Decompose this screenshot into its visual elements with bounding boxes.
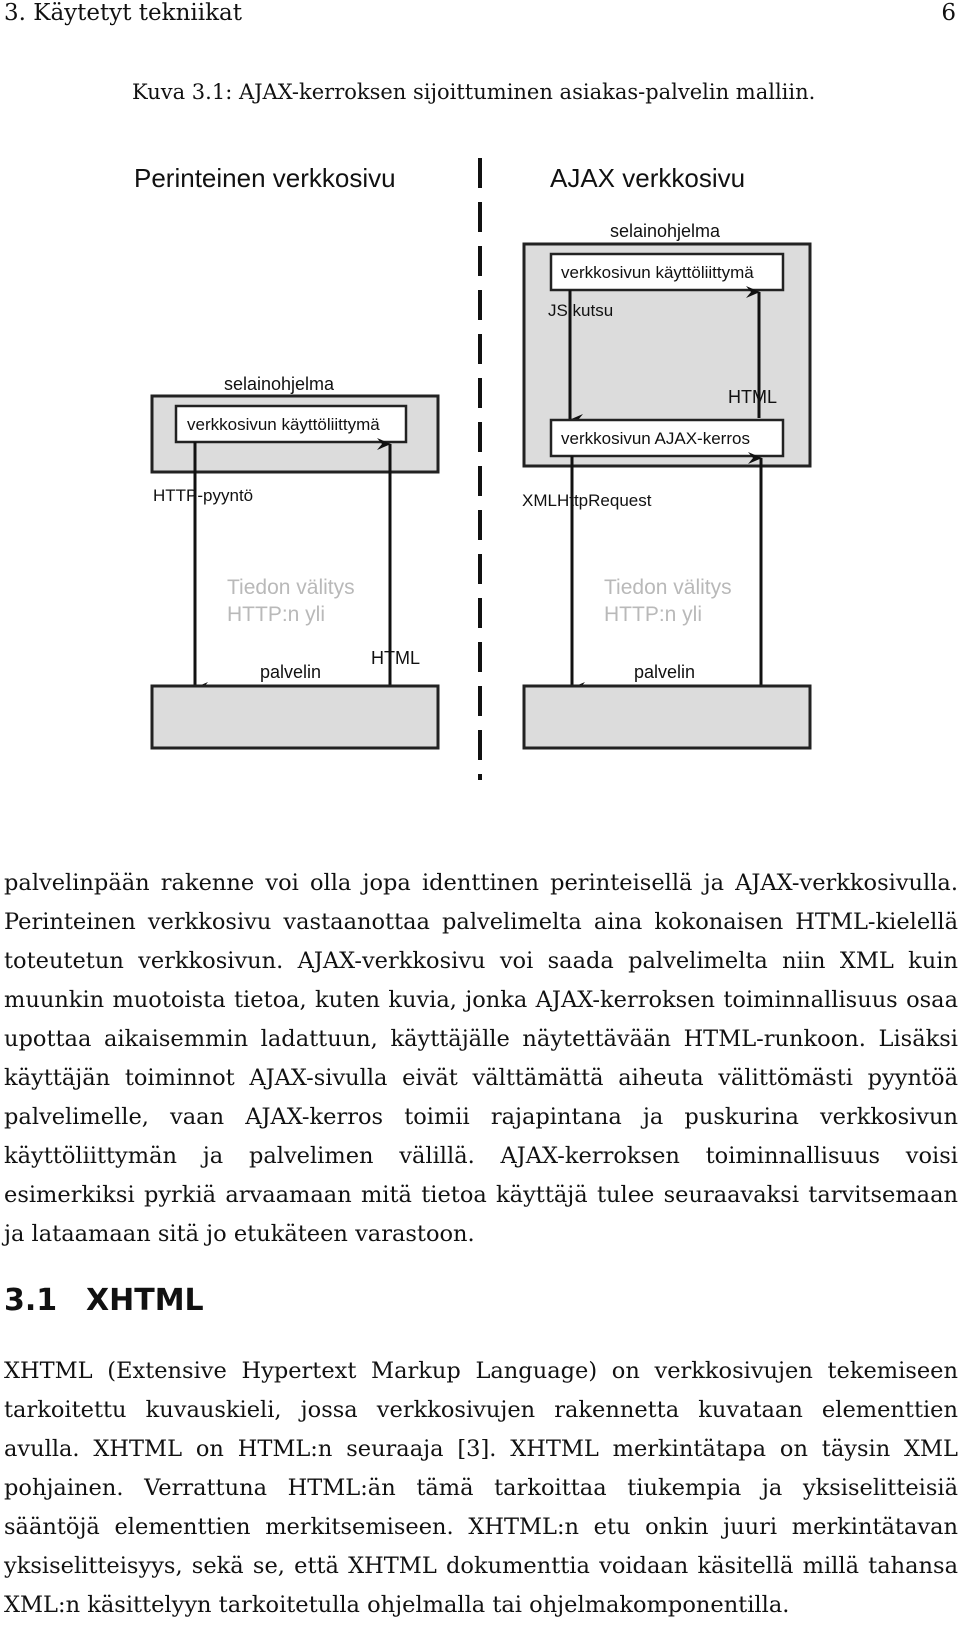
right-title: AJAX verkkosivu <box>550 163 745 193</box>
body-paragraph-2: XHTML (Extensive Hypertext Markup Langua… <box>4 1358 958 1618</box>
architecture-diagram: Perinteinen verkkosivu selainohjelma ver… <box>134 158 812 780</box>
section-heading: 3.1 XHTML <box>4 1283 204 1318</box>
right-server-box <box>522 684 812 750</box>
right-html-label: HTML <box>728 387 777 407</box>
right-transfer-line2: HTTP:n yli <box>604 603 702 626</box>
right-request-label: XMLHttpRequest <box>522 491 652 510</box>
left-browser-label: selainohjelma <box>224 374 335 394</box>
section-number: 3.1 <box>4 1283 58 1318</box>
page-header: 3. Käytetyt tekniikat 6 <box>4 0 956 30</box>
right-ui-label: verkkosivun käyttöliittymä <box>561 263 754 282</box>
architecture-figure: Perinteinen verkkosivu selainohjelma ver… <box>0 150 960 815</box>
page-number: 6 <box>941 0 956 26</box>
chapter-title: 3. Käytetyt tekniikat <box>4 0 242 26</box>
left-ui-label: verkkosivun käyttöliittymä <box>187 415 380 434</box>
left-title: Perinteinen verkkosivu <box>134 163 396 193</box>
left-server-label: palvelin <box>260 662 321 682</box>
left-server-box <box>150 684 440 750</box>
right-ajax-layer-box <box>549 418 785 458</box>
left-request-label: HTTP-pyyntö <box>153 486 253 505</box>
right-ui-box <box>549 252 785 292</box>
left-response-label: HTML <box>371 648 420 668</box>
right-transfer-line1: Tiedon välitys <box>604 576 732 599</box>
right-server-label: palvelin <box>634 662 695 682</box>
figure-caption: Kuva 3.1: AJAX-kerroksen sijoittuminen a… <box>132 80 816 104</box>
section-title: XHTML <box>86 1283 204 1318</box>
left-transfer-line1: Tiedon välitys <box>227 576 355 599</box>
right-browser-label: selainohjelma <box>610 221 721 241</box>
body-paragraph-1: palvelinpään rakenne voi olla jopa ident… <box>4 870 958 1247</box>
left-ui-box <box>174 404 408 444</box>
right-ajax-layer-label: verkkosivun AJAX-kerros <box>561 429 750 448</box>
right-js-label: JS kutsu <box>548 301 613 320</box>
left-transfer-line2: HTTP:n yli <box>227 603 325 626</box>
